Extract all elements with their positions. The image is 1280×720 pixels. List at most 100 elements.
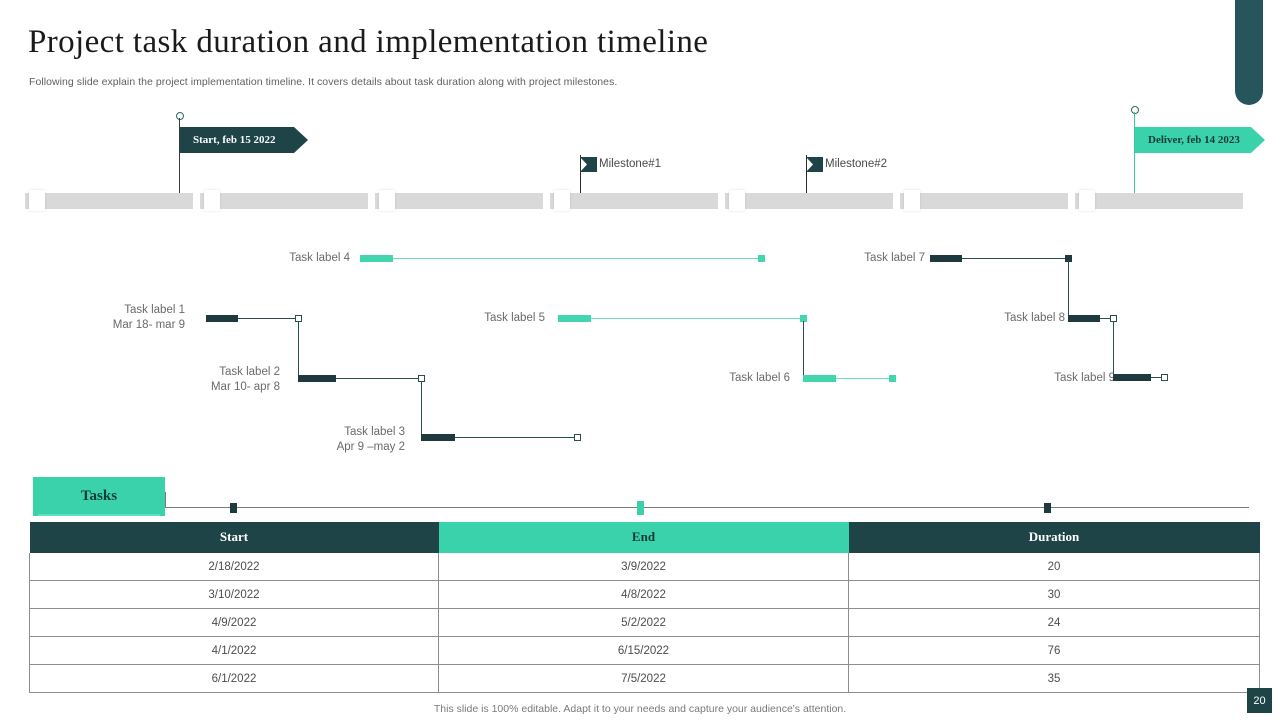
task-5-name: Task label 5: [484, 312, 545, 324]
task-9-line: [1151, 377, 1163, 378]
table-cell-start-1: 2/18/2022: [29, 552, 439, 581]
tasks-connector-node-1[interactable]: [230, 503, 237, 513]
timeline-segment-handle-5[interactable]: [729, 190, 745, 211]
timeline-segment-handle-6[interactable]: [904, 190, 920, 211]
task-1-line: [238, 318, 298, 319]
timeline-segment-5[interactable]: [725, 193, 893, 209]
start-flag-pole: [179, 118, 180, 202]
deliver-flag[interactable]: Deliver, feb 14 2023: [1135, 127, 1265, 153]
task-1-to-2-connector: [298, 321, 299, 378]
milestone-2-pole: [806, 155, 808, 202]
task-5-to-6-connector: [803, 321, 804, 377]
task-8-bar[interactable]: [1068, 315, 1100, 322]
task-7-to-8-connector: [1068, 261, 1069, 317]
task-3-label: Task label 3 Apr 9 –may 2: [220, 425, 405, 455]
milestone-2-label: Milestone#2: [825, 158, 888, 170]
start-flag[interactable]: Start, feb 15 2022: [180, 127, 308, 153]
table-header-start: Start: [29, 521, 439, 553]
task-8-label: Task label 8: [880, 311, 1065, 326]
task-4-bar[interactable]: [360, 255, 393, 262]
task-5-bar[interactable]: [558, 315, 591, 322]
task-7-label: Task label 7: [740, 251, 925, 266]
task-8-to-9-connector: [1113, 321, 1114, 377]
table-cell-end-3: 5/2/2022: [438, 608, 849, 637]
timeline-segment-handle-2[interactable]: [204, 190, 220, 211]
start-flag-label: Start, feb 15 2022: [193, 134, 276, 146]
task-9-end-marker[interactable]: [1161, 374, 1168, 381]
task-2-bar[interactable]: [298, 375, 336, 382]
tasks-connector-vertical: [165, 492, 167, 508]
timeline-segment-3[interactable]: [375, 193, 543, 209]
task-6-bar[interactable]: [803, 375, 836, 382]
task-1-label: Task label 1 Mar 18- mar 9: [0, 303, 185, 333]
milestone-1-flag-icon[interactable]: [580, 157, 597, 172]
task-3-end-marker[interactable]: [574, 434, 581, 441]
tasks-connector-node-3[interactable]: [1044, 503, 1051, 513]
table-cell-end-4: 6/15/2022: [438, 636, 849, 665]
milestone-1-label: Milestone#1: [599, 158, 662, 170]
page-number: 20: [1247, 688, 1272, 713]
start-flag-dot: [176, 112, 184, 120]
task-3-bar[interactable]: [421, 434, 455, 441]
table-cell-duration-4: 76: [848, 636, 1260, 665]
table-cell-end-2: 4/8/2022: [438, 580, 849, 609]
page-title: Project task duration and implementation…: [28, 24, 709, 60]
timeline-segment-7[interactable]: [1075, 193, 1243, 209]
task-4-name: Task label 4: [289, 252, 350, 264]
table-cell-duration-5: 35: [848, 664, 1260, 693]
timeline-segment-handle-4[interactable]: [554, 190, 570, 211]
table-cell-duration-2: 30: [848, 580, 1260, 609]
task-7-line: [962, 258, 1068, 259]
tasks-connector-node-2[interactable]: [637, 501, 644, 515]
deliver-flag-label: Deliver, feb 14 2023: [1148, 134, 1240, 146]
task-7-name: Task label 7: [864, 252, 925, 264]
tasks-chip-label: Tasks: [80, 488, 118, 504]
corner-accent-bar: [1235, 0, 1263, 105]
task-3-line: [455, 437, 575, 438]
milestone-2-flag-icon[interactable]: [806, 157, 823, 172]
deliver-flag-dot: [1131, 106, 1139, 114]
task-2-to-3-connector: [421, 381, 422, 437]
task-4-end-marker[interactable]: [758, 255, 765, 262]
table-header-duration: Duration: [848, 521, 1260, 553]
task-9-label: Task label 9: [930, 371, 1115, 386]
tasks-chip-underline: [38, 514, 160, 516]
task-9-bar[interactable]: [1113, 374, 1151, 381]
timeline-segment-handle-1[interactable]: [29, 190, 45, 211]
task-9-name: Task label 9: [1054, 372, 1115, 384]
task-4-label: Task label 4: [170, 251, 350, 266]
timeline-segment-2[interactable]: [200, 193, 368, 209]
table-cell-start-3: 4/9/2022: [29, 608, 439, 637]
task-2-line: [336, 378, 420, 379]
table-cell-start-5: 6/1/2022: [29, 664, 439, 693]
timeline-segment-6[interactable]: [900, 193, 1068, 209]
deliver-flag-pole: [1134, 112, 1135, 202]
timeline-segment-handle-7[interactable]: [1079, 190, 1095, 211]
footer-note: This slide is 100% editable. Adapt it to…: [433, 703, 847, 715]
table-header-end: End: [438, 521, 849, 553]
task-6-end-marker[interactable]: [889, 375, 896, 382]
task-5-line: [591, 318, 803, 319]
tasks-chip[interactable]: Tasks: [33, 477, 165, 516]
task-2-name: Task label 2: [219, 366, 280, 378]
task-5-end-marker[interactable]: [800, 315, 807, 322]
task-2-label: Task label 2 Mar 10- apr 8: [95, 365, 280, 395]
table-cell-start-2: 3/10/2022: [29, 580, 439, 609]
task-7-end-marker[interactable]: [1065, 255, 1072, 262]
milestone-1-pole: [580, 155, 582, 202]
timeline-segment-1[interactable]: [25, 193, 193, 209]
task-3-name: Task label 3: [344, 426, 405, 438]
task-1-name: Task label 1: [124, 304, 185, 316]
task-1-bar[interactable]: [206, 315, 238, 322]
task-8-name: Task label 8: [1004, 312, 1065, 324]
timeline-segment-4[interactable]: [550, 193, 718, 209]
tasks-connector-horizontal: [165, 507, 1249, 509]
task-7-bar[interactable]: [930, 255, 962, 262]
timeline-segment-handle-3[interactable]: [379, 190, 395, 211]
